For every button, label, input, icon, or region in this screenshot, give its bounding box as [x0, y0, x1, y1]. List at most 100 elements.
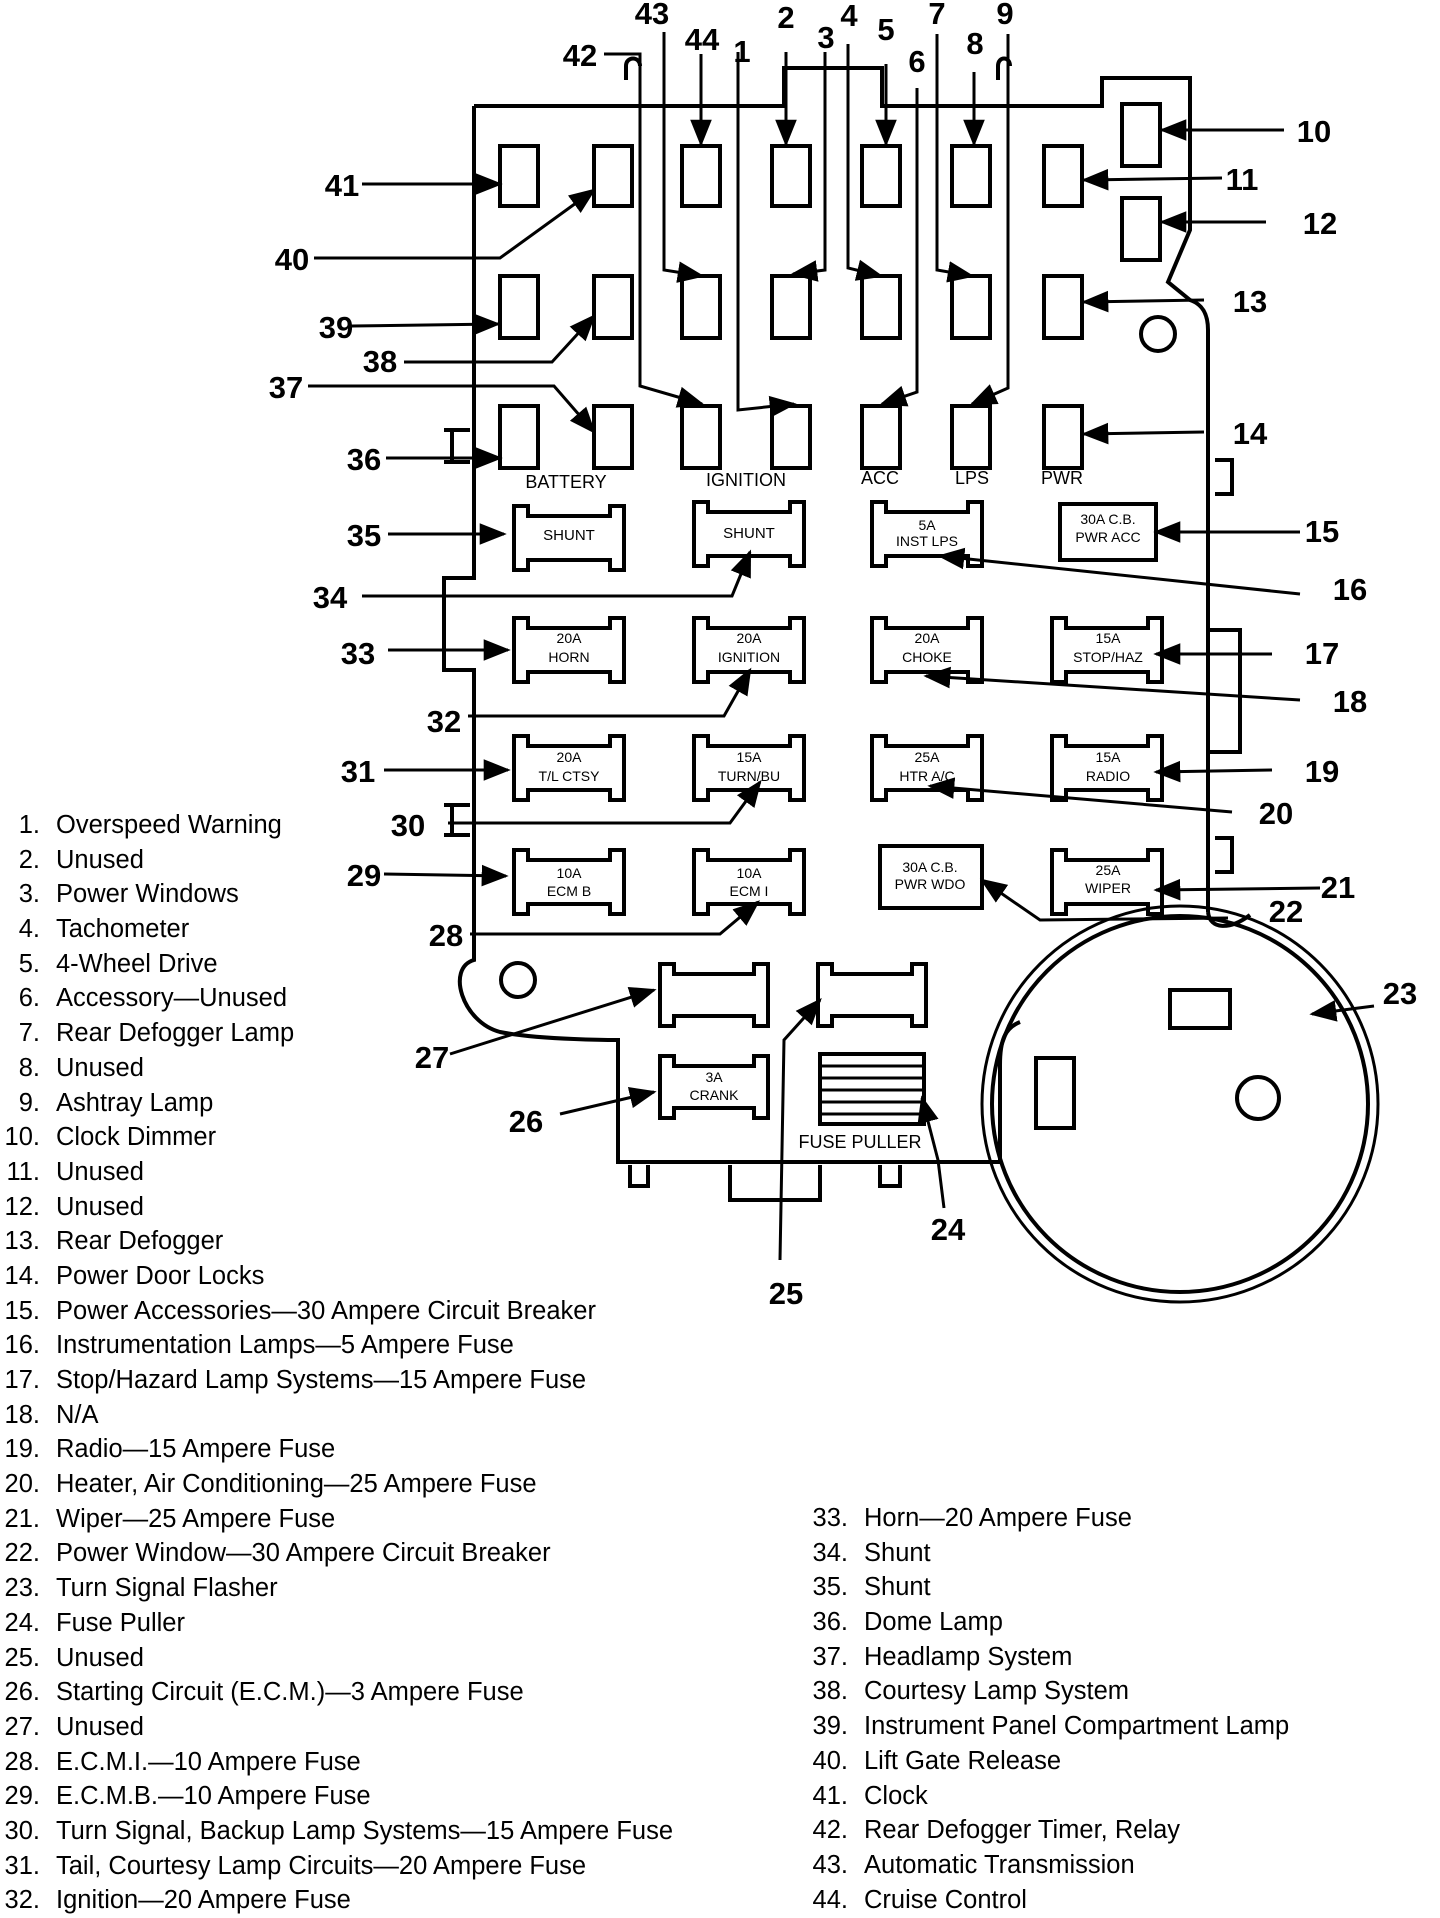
legend-item: 27.Unused	[0, 1710, 673, 1745]
callout-39: 39	[319, 310, 353, 345]
callout-43: 43	[635, 0, 669, 31]
legend-number: 44.	[812, 1885, 848, 1914]
legend-number: 33.	[812, 1504, 848, 1532]
legend-number: 38.	[812, 1677, 848, 1706]
legend-text: Rear Defogger Lamp	[56, 1019, 295, 1048]
fuse-20-line1: 25A	[915, 749, 941, 765]
legend-item: 4.Tachometer	[0, 912, 673, 947]
legend-item: 43.Automatic Transmission	[800, 1848, 1289, 1883]
legend-item: 3.Power Windows	[0, 877, 673, 912]
callout-19: 19	[1305, 754, 1339, 789]
legend-item: 42.Rear Defogger Timer, Relay	[800, 1813, 1289, 1848]
legend-text: Tachometer	[56, 915, 190, 944]
fuse-34-line1: SHUNT	[723, 525, 775, 542]
legend-text: Turn Signal Flasher	[56, 1574, 278, 1603]
legend-item: 38.Courtesy Lamp System	[800, 1674, 1289, 1709]
legend-item: 39.Instrument Panel Compartment Lamp	[800, 1709, 1290, 1744]
callout-27: 27	[415, 1040, 449, 1075]
fuse-32-line2: IGNITION	[718, 649, 780, 665]
legend-text: Ignition—20 Ampere Fuse	[56, 1886, 351, 1915]
legend-number: 41.	[812, 1781, 848, 1810]
label-lps: LPS	[955, 468, 989, 488]
legend-item: 15.Power Accessories—30 Ampere Circuit B…	[0, 1294, 673, 1329]
callout-36: 36	[347, 442, 381, 477]
legend-text: Clock	[864, 1781, 928, 1810]
fuse-17-line2: STOP/HAZ	[1073, 649, 1143, 665]
fuse-26-line1: 3A	[705, 1069, 723, 1085]
fuse-28-line1: 10A	[737, 865, 763, 881]
callout-37: 37	[269, 370, 303, 405]
label-pwr: PWR	[1041, 468, 1083, 488]
fuse-16-line1: 5A	[918, 517, 936, 533]
legend-number: 35.	[812, 1573, 848, 1602]
legend-number: 32.	[4, 1886, 40, 1915]
fuse-slot-1	[770, 404, 812, 470]
callout-13: 13	[1233, 284, 1267, 319]
fuse-32	[692, 616, 806, 684]
fuse-slot-2	[770, 144, 812, 208]
fuse-slot-10	[1120, 102, 1162, 168]
fuse-30-line1: 15A	[737, 749, 763, 765]
legend-text: Headlamp System	[864, 1642, 1073, 1671]
legend-number: 23.	[4, 1574, 40, 1603]
legend-item: 26.Starting Circuit (E.C.M.)—3 Ampere Fu…	[0, 1675, 673, 1710]
legend-number: 31.	[4, 1851, 40, 1880]
callout-11: 11	[1226, 162, 1259, 197]
fuse-slot-41	[498, 144, 540, 208]
legend-item: 20.Heater, Air Conditioning—25 Ampere Fu…	[0, 1467, 673, 1502]
legend-item: 16.Instrumentation Lamps—5 Ampere Fuse	[0, 1328, 673, 1363]
callout-18: 18	[1333, 684, 1367, 719]
fuse-25	[816, 962, 928, 1028]
fuse-labels: SHUNT SHUNT 5A INST LPS 30A C.B. PWR ACC…	[539, 511, 1144, 1103]
fuse-31	[512, 734, 626, 802]
fuse-slot-7	[950, 274, 992, 340]
legend-item: 21.Wiper—25 Ampere Fuse	[0, 1502, 673, 1537]
legend-number: 27.	[4, 1712, 40, 1741]
legend-number: 3.	[18, 880, 40, 909]
fuse-20-line2: HTR A/C	[899, 768, 954, 784]
legend-item: 13.Rear Defogger	[0, 1224, 673, 1259]
legend-number: 43.	[812, 1850, 848, 1879]
legend-item: 34.Shunt	[800, 1536, 1289, 1571]
legend-text: Clock Dimmer	[56, 1123, 217, 1152]
legend-text: Tail, Courtesy Lamp Circuits—20 Ampere F…	[56, 1851, 587, 1880]
legend-item: 6.Accessory—Unused	[0, 981, 673, 1016]
legend-item: 17.Stop/Hazard Lamp Systems—15 Ampere Fu…	[0, 1363, 673, 1398]
fuse-31-line2: T/L CTSY	[539, 768, 601, 784]
legend-text: Stop/Hazard Lamp Systems—15 Ampere Fuse	[56, 1366, 587, 1394]
callout-35: 35	[347, 518, 381, 553]
legend-number: 22.	[4, 1539, 40, 1568]
fuse-puller	[818, 1052, 926, 1126]
legend-text: Dome Lamp	[864, 1608, 1003, 1637]
legend-number: 37.	[812, 1642, 848, 1671]
callout-29: 29	[347, 858, 381, 893]
legend-item: 35.Shunt	[800, 1570, 1289, 1605]
legend-number: 7.	[18, 1019, 40, 1048]
callout-24: 24	[931, 1212, 966, 1247]
legend-number: 42.	[812, 1816, 848, 1845]
callout-17: 17	[1305, 636, 1339, 671]
legend-number: 16.	[4, 1331, 40, 1360]
fuse-28-line2: ECM I	[730, 883, 769, 899]
callout-6: 6	[908, 44, 925, 79]
fuse-15-line1: 30A C.B.	[1080, 511, 1135, 527]
fuse-30	[692, 734, 806, 802]
fuse-slot-42	[680, 404, 722, 470]
callout-31: 31	[341, 754, 375, 789]
legend-text: Shunt	[864, 1538, 931, 1567]
legend-number: 5.	[18, 949, 40, 978]
fuse-slot-38	[592, 274, 634, 340]
fuse-21-line2: WIPER	[1085, 880, 1131, 896]
turn-signal-flasher	[980, 904, 1380, 1304]
fuse-19-line1: 15A	[1096, 749, 1122, 765]
fuse-29-line1: 10A	[557, 865, 583, 881]
fuse-slot-14	[1042, 404, 1084, 470]
legend-item: 9.Ashtray Lamp	[0, 1086, 673, 1121]
fuse-slot-13	[1042, 274, 1084, 340]
legend-number: 14.	[4, 1261, 40, 1290]
legend-item: 23. Turn Signal Flasher	[0, 1571, 673, 1606]
legend-text: Unused	[56, 1157, 144, 1186]
callout-numbers: 1 2 3 4 5 6 7 8 9 10 11 12 13 14 15 16 1…	[269, 0, 1417, 1311]
legend-item: 28.E.C.M.I.—10 Ampere Fuse	[0, 1745, 673, 1780]
